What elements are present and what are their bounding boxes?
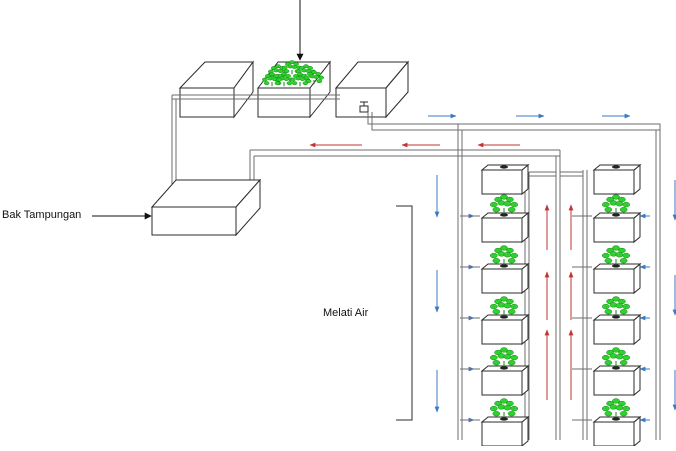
tower-pot xyxy=(480,364,530,397)
tower-pot xyxy=(480,415,530,448)
jasmine-plant xyxy=(489,347,519,367)
jasmine-plant xyxy=(601,398,631,418)
reservoir-label: Bak Tampungan xyxy=(2,209,82,221)
top-tray-plants xyxy=(262,60,324,87)
reservoir-tank xyxy=(150,178,262,237)
tower-pot xyxy=(480,211,530,244)
plant-label: Melati Air xyxy=(323,307,369,319)
plant-bracket xyxy=(396,205,413,421)
jasmine-plant xyxy=(489,398,519,418)
jasmine-plant xyxy=(601,296,631,316)
pipe-network xyxy=(171,94,661,440)
top-tray-1 xyxy=(178,60,254,119)
valve-icon xyxy=(359,101,369,113)
tower-pot xyxy=(592,313,642,346)
tower-header-pot xyxy=(480,163,530,196)
jasmine-plant xyxy=(489,194,519,214)
jasmine-plant xyxy=(601,245,631,265)
jasmine-plant xyxy=(601,194,631,214)
tower-pot xyxy=(480,313,530,346)
jasmine-plant xyxy=(489,296,519,316)
jasmine-plant xyxy=(489,245,519,265)
tower-pot xyxy=(592,262,642,295)
tray-plant xyxy=(304,70,324,85)
tray-plant xyxy=(262,72,282,87)
jasmine-plant xyxy=(601,347,631,367)
tower-left xyxy=(460,163,530,448)
tower-pot xyxy=(480,262,530,295)
tower-pot xyxy=(592,364,642,397)
top-tray-3 xyxy=(334,60,410,119)
tower-pot xyxy=(592,415,642,448)
tower-right xyxy=(572,163,642,448)
tower-header-pot xyxy=(592,163,642,196)
tower-pot xyxy=(592,211,642,244)
